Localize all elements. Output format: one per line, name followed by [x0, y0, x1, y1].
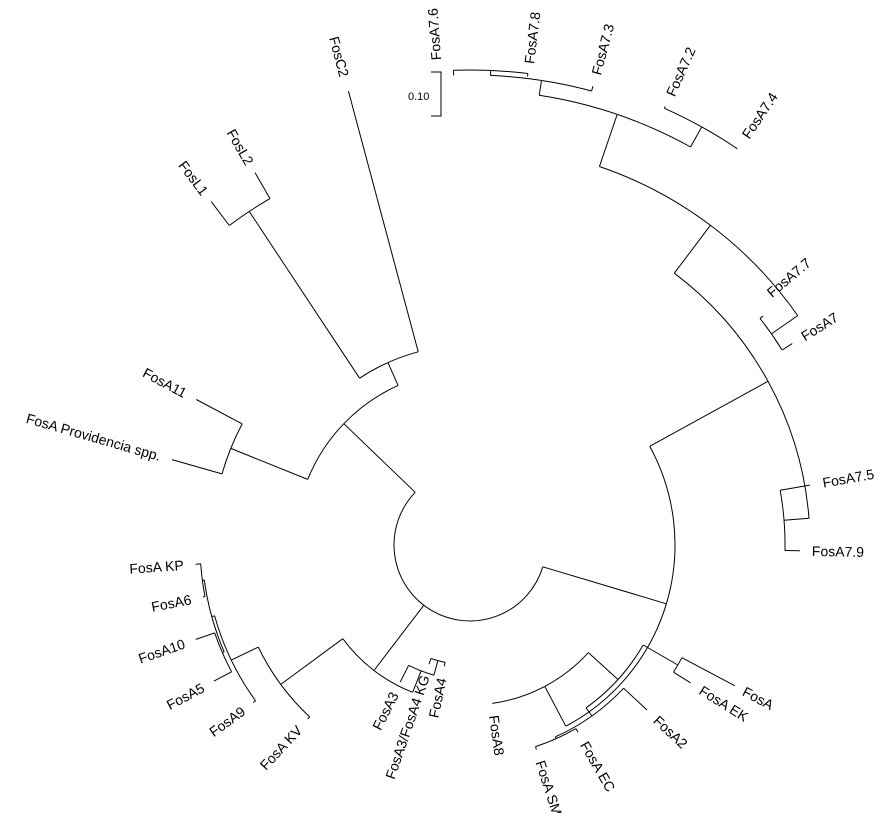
tree-branch [307, 384, 399, 480]
tree-branch [384, 462, 416, 493]
tree-branch [663, 106, 666, 109]
tree-branch [195, 632, 215, 640]
tree-branch [779, 490, 786, 551]
tree-branch [210, 201, 230, 226]
tree-branch [280, 638, 344, 685]
tree-branch [539, 94, 691, 148]
tree-branch [588, 652, 619, 680]
tree-branch [343, 423, 386, 464]
tree-branch [649, 380, 769, 447]
tree-branch [252, 700, 256, 703]
tree-branch [759, 315, 764, 319]
tree-branch [433, 660, 439, 676]
scale-bar-label: 0.10 [408, 91, 429, 103]
tree-branch [347, 90, 419, 352]
leaf-label: FosA7.2 [663, 44, 699, 98]
leaf-label: FosA7.3 [588, 22, 617, 77]
tree-branch [387, 604, 425, 653]
tree-branch [771, 315, 798, 335]
tree-branch [254, 172, 271, 199]
tree-branch [591, 86, 594, 92]
tree-branch [599, 166, 799, 316]
tree-branch [196, 399, 243, 425]
leaf-label: FosA7.6 [424, 7, 444, 60]
leaf-label: FosA8 [486, 714, 508, 757]
leaf-label: FosA11 [140, 365, 189, 401]
leaf-label: FosA7.8 [521, 11, 543, 65]
tree-branch [387, 362, 399, 386]
tree-branch [222, 651, 225, 654]
scale-bar: 0.10 [408, 71, 442, 117]
tree-branch [598, 114, 618, 167]
tree-branch [490, 74, 592, 92]
tree-branch [554, 736, 557, 739]
tree-branch [408, 664, 435, 676]
leaf-label: FosA7 [798, 309, 841, 344]
leaf-label: FosA KV [257, 722, 306, 773]
tree-branch [248, 211, 361, 379]
tree-branch [673, 224, 711, 274]
leaf-label: FosA3 [369, 689, 402, 733]
leaf-label: FosA7.4 [738, 89, 781, 141]
tree-branch [783, 517, 810, 521]
tree-branch [211, 615, 215, 618]
leaf-label: FosA Providencia spp. [24, 410, 162, 464]
tree-branch [535, 746, 537, 750]
tree-branch [781, 343, 793, 351]
tree-branch [428, 658, 432, 665]
tree-branch [642, 644, 679, 666]
tree-branch [673, 671, 691, 684]
tree-branch [681, 657, 736, 687]
tree-branch [443, 662, 446, 667]
leaf-label: FosA7.5 [821, 466, 875, 491]
leaf-labels: FosA7.6 FosA7.8 FosA7.3 FosA7.2FosA7.4FosA7… [24, 7, 875, 813]
tree-branch [538, 80, 542, 96]
tree-branch [399, 665, 410, 683]
tree-branch [230, 447, 308, 480]
leaf-label: FosA7.7 [764, 255, 814, 301]
tree-branch [171, 459, 223, 475]
tree-branch [412, 670, 422, 693]
tree-branches [171, 69, 810, 750]
tree-branch [759, 318, 783, 351]
leaf-label: FosA10 [136, 636, 187, 667]
leaf-label: FosA2 [650, 712, 691, 751]
scale-bar-line [431, 71, 442, 117]
leaf-label: FosA7.9 [812, 543, 865, 560]
leaf-label: FosA KP [129, 557, 184, 577]
leaf-label: FosA EK [696, 682, 751, 725]
tree-branch [492, 652, 589, 704]
leaf-label: FosA6 [150, 591, 193, 614]
tree-branch [453, 69, 528, 74]
leaf-label: FosA EC [577, 739, 618, 795]
leaf-label: FosA3/FosA4 KG [382, 673, 433, 781]
leaf-label: FosL2 [224, 126, 257, 168]
leaf-label: FosA9 [206, 703, 248, 740]
tree-branch [307, 716, 311, 720]
leaf-label: FosC2 [326, 35, 352, 79]
tree-branch [213, 671, 232, 682]
leaf-label: FosA SM [532, 758, 565, 813]
tree-branch [565, 446, 676, 727]
leaf-label: FosL1 [175, 158, 211, 199]
tree-branch [690, 126, 703, 148]
tree-branch [623, 687, 648, 711]
leaf-label: FosA5 [164, 680, 207, 713]
tree-branch [373, 651, 389, 671]
tree-branch [231, 646, 259, 661]
tree-branch [393, 491, 544, 622]
tree-branch [544, 686, 567, 727]
tree-branch [542, 566, 667, 605]
tree-branch [575, 728, 579, 733]
